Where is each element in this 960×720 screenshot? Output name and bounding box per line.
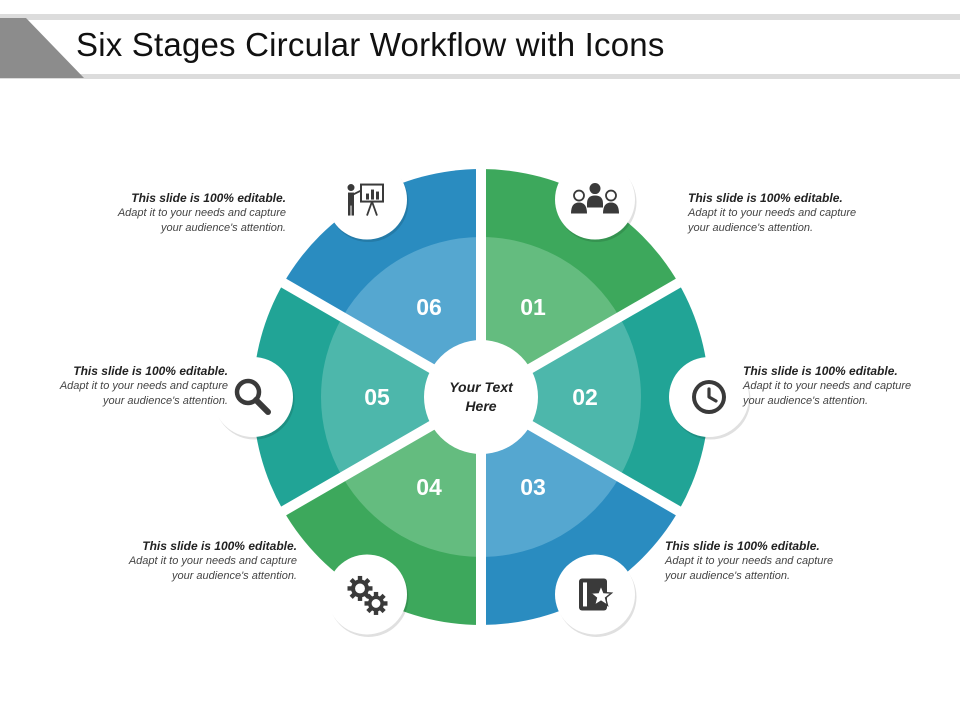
stage-05-icon-circle bbox=[213, 357, 293, 437]
stage-05-heading: This slide is 100% editable. bbox=[73, 364, 228, 378]
bookmark-star-icon bbox=[555, 554, 637, 637]
stage-04-description: This slide is 100% editable. Adapt it to… bbox=[57, 539, 297, 584]
stage-01-body-line1: Adapt it to your needs and capture bbox=[688, 207, 857, 219]
stage-01-heading: This slide is 100% editable. bbox=[688, 191, 843, 205]
stage-02-number: 02 bbox=[572, 384, 598, 410]
stage-icons bbox=[213, 159, 751, 637]
stage-06-description: This slide is 100% editable. Adapt it to… bbox=[46, 191, 286, 236]
team-icon bbox=[555, 159, 637, 243]
clock-icon bbox=[669, 357, 751, 440]
presentation-icon bbox=[327, 159, 409, 243]
center-text-line1: Your Text bbox=[449, 379, 514, 395]
stage-05-description: This slide is 100% editable. Adapt it to… bbox=[0, 364, 228, 409]
stage-01-body-line2: your audience's attention. bbox=[688, 222, 814, 234]
stage-05-inner-segment bbox=[321, 317, 481, 477]
search-icon bbox=[213, 357, 295, 440]
stage-03-body-line1: Adapt it to your needs and capture bbox=[665, 555, 834, 567]
gears-icon bbox=[327, 554, 409, 637]
center-hub: Your Text Here bbox=[424, 340, 538, 454]
stage-02-body-line2: your audience's attention. bbox=[743, 395, 869, 407]
header-decoration bbox=[0, 14, 960, 79]
stage-01-number: 01 bbox=[520, 294, 546, 320]
stage-06-heading: This slide is 100% editable. bbox=[131, 191, 286, 205]
stage-01-description: This slide is 100% editable. Adapt it to… bbox=[688, 191, 928, 236]
stage-05-number: 05 bbox=[364, 384, 390, 410]
stage-02-body-line1: Adapt it to your needs and capture bbox=[743, 380, 912, 392]
page-title: Six Stages Circular Workflow with Icons bbox=[76, 26, 665, 63]
stage-02-description: This slide is 100% editable. Adapt it to… bbox=[743, 364, 960, 409]
stage-numbers: 01 02 03 04 05 06 bbox=[364, 294, 598, 500]
stage-05-body-line2: your audience's attention. bbox=[102, 395, 228, 407]
stage-04-body-line2: your audience's attention. bbox=[171, 570, 297, 582]
stage-03-description: This slide is 100% editable. Adapt it to… bbox=[665, 539, 905, 584]
header-top-bar bbox=[0, 14, 960, 20]
stage-03-number: 03 bbox=[520, 474, 546, 500]
stage-06-body-line2: your audience's attention. bbox=[160, 222, 286, 234]
stage-02-inner-segment bbox=[481, 317, 641, 477]
center-text-line2: Here bbox=[465, 398, 496, 414]
stage-02-heading: This slide is 100% editable. bbox=[743, 364, 898, 378]
slide-header: Six Stages Circular Workflow with Icons bbox=[0, 0, 960, 90]
stage-05-body-line1: Adapt it to your needs and capture bbox=[59, 380, 228, 392]
stage-04-number: 04 bbox=[416, 474, 442, 500]
header-bottom-bar bbox=[0, 74, 960, 79]
stage-04-body-line1: Adapt it to your needs and capture bbox=[128, 555, 297, 567]
header-corner-triangle bbox=[0, 18, 84, 78]
stage-06-body-line1: Adapt it to your needs and capture bbox=[117, 207, 286, 219]
stage-04-heading: This slide is 100% editable. bbox=[142, 539, 297, 553]
stage-06-number: 06 bbox=[416, 294, 442, 320]
center-circle bbox=[424, 340, 538, 454]
stage-03-heading: This slide is 100% editable. bbox=[665, 539, 820, 553]
stage-03-body-line2: your audience's attention. bbox=[665, 570, 791, 582]
